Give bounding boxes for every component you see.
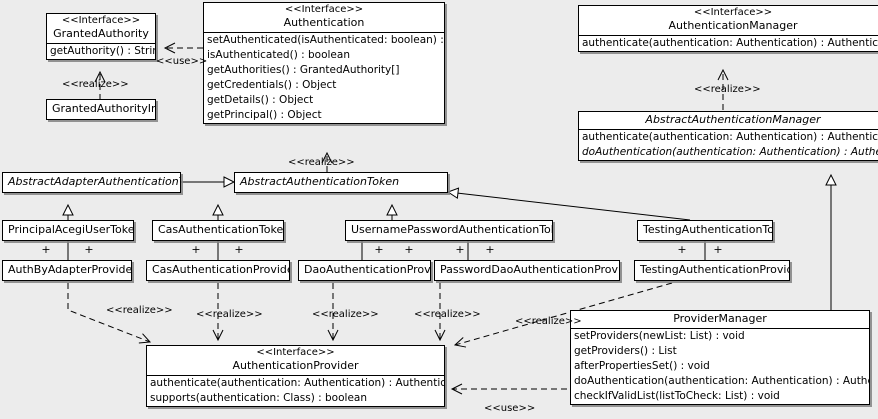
class-abstract-authentication-manager[interactable]: AbstractAuthenticationManager authentica… [578,111,878,161]
class-name: CasAuthenticationProvider [152,263,290,276]
multiplicity-marker: + [485,243,495,256]
multiplicity-marker: + [191,243,201,256]
operation: getDetails() : Object [207,94,314,106]
operations-compartment: authenticate(authentication: Authenticat… [579,35,878,51]
multiplicity-marker: + [404,243,414,256]
operations-compartment: authenticate(authentication: Authenticat… [579,129,878,160]
operation: checkIfValidList(listToCheck: List) : vo… [574,390,780,402]
relation-label-realize-aat: <<realize>> [288,157,355,168]
multiplicity-marker: + [713,243,723,256]
relation-label-realize-aam: <<realize>> [694,84,761,95]
class-provider-manager[interactable]: ProviderManager setProviders(newList: Li… [570,310,870,405]
relation-label-realize-dap: <<realize>> [312,309,379,320]
class-name: Authentication [283,16,365,29]
relation-label-realize-tap: <<realize>> [515,316,582,327]
stereotype-label: <<Interface>> [284,4,364,15]
operations-compartment: authenticate(authentication: Authenticat… [147,375,444,406]
class-authentication-manager[interactable]: <<Interface>> AuthenticationManager auth… [578,5,878,52]
operation: isAuthenticated() : boolean [207,49,350,61]
operations-compartment: setProviders(newList: List) : void getPr… [571,328,869,404]
stereotype-label: <<Interface>> [61,15,141,26]
multiplicity-marker: + [84,243,94,256]
class-cas-authentication-provider[interactable]: CasAuthenticationProvider [146,260,290,281]
class-name: CasAuthenticationToken [158,223,284,236]
class-auth-by-adapter-provider[interactable]: AuthByAdapterProvider [2,260,132,281]
relation-label-realize-gaimpl: <<realize>> [62,79,129,90]
relation-label-realize-cap: <<realize>> [196,309,263,320]
operation: getProviders() : List [574,345,677,357]
operation: setAuthenticated(isAuthenticated: boolea… [207,34,445,46]
class-name: AbstractAuthenticationToken [240,175,400,188]
class-testing-authentication-token[interactable]: TestingAuthenticationToken [637,220,773,241]
operation: doAuthentication(authentication: Authent… [574,375,869,387]
multiplicity-marker: + [234,243,244,256]
multiplicity-marker: + [455,243,465,256]
class-name: ProviderManager [673,312,767,325]
operations-compartment: getAuthority() : String [47,43,155,59]
class-granted-authority[interactable]: <<Interface>> GrantedAuthority getAuthor… [46,13,156,60]
operation: afterPropertiesSet() : void [574,360,710,372]
class-name: AbstractAdapterAuthenticationToken [8,175,180,188]
relation-label-realize-pdap: <<realize>> [414,309,481,320]
operation: authenticate(authentication: Authenticat… [582,131,878,143]
operation: setProviders(newList: List) : void [574,330,745,342]
stereotype-label: <<Interface>> [693,7,773,18]
class-principal-acegi-user-token[interactable]: PrincipalAcegiUserToken [2,220,134,241]
class-dao-authentication-provider[interactable]: DaoAuthenticationProvider [298,260,431,281]
operation: supports(authentication: Class) : boolea… [150,392,367,404]
edge-tat-extends-aat [446,187,691,221]
class-cas-authentication-token[interactable]: CasAuthenticationToken [152,220,284,241]
class-name: UsernamePasswordAuthenticationToken [351,223,553,236]
class-header: <<Interface>> AuthenticationManager [579,6,878,35]
class-authentication-provider[interactable]: <<Interface>> AuthenticationProvider aut… [146,345,445,407]
multiplicity-marker: + [677,243,687,256]
class-name: TestingAuthenticationToken [643,223,772,236]
class-name: AuthByAdapterProvider [8,263,132,276]
class-name: GrantedAuthorityImpl [52,102,155,115]
edge-abap-realizes-ap [67,283,152,344]
class-password-dao-authentication-provider[interactable]: PasswordDaoAuthenticationProvider [434,260,620,281]
class-abstract-adapter-authentication-token[interactable]: AbstractAdapterAuthenticationToken [2,172,181,193]
class-username-password-authentication-token[interactable]: UsernamePasswordAuthenticationToken [345,220,553,241]
class-header: <<Interface>> Authentication [204,3,444,32]
multiplicity-marker: + [374,243,384,256]
class-header: <<Interface>> AuthenticationProvider [147,346,444,375]
class-abstract-authentication-token[interactable]: AbstractAuthenticationToken [234,172,448,193]
relation-label-use-grantedauthority: <<use>> [156,56,208,67]
operation: getCredentials() : Object [207,79,337,91]
class-name: AuthenticationProvider [232,359,359,372]
class-name: GrantedAuthority [53,27,149,40]
multiplicity-marker: + [41,243,51,256]
class-name: AbstractAuthenticationManager [645,113,821,126]
operation: getAuthority() : String [50,45,156,57]
class-name: TestingAuthenticationProvider [640,263,790,276]
class-header: ProviderManager [571,311,869,328]
operation: authenticate(authentication: Authenticat… [582,37,878,49]
edge-tap-realizes-ap [453,282,673,348]
class-header: <<Interface>> GrantedAuthority [47,14,155,43]
class-name: AuthenticationManager [668,19,798,32]
operation: authenticate(authentication: Authenticat… [150,377,445,389]
class-authentication[interactable]: <<Interface>> Authentication setAuthenti… [203,2,445,124]
relation-label-realize-abap: <<realize>> [106,305,173,316]
class-name: PasswordDaoAuthenticationProvider [440,263,620,276]
class-name: DaoAuthenticationProvider [304,263,431,276]
class-granted-authority-impl[interactable]: GrantedAuthorityImpl [46,99,156,120]
relation-label-use-providermanager: <<use>> [484,403,536,414]
class-header: AbstractAuthenticationManager [579,112,878,129]
stereotype-label: <<Interface>> [256,347,335,358]
operation: getPrincipal() : Object [207,109,322,121]
operation: getAuthorities() : GrantedAuthority[] [207,64,400,76]
class-name: PrincipalAcegiUserToken [8,223,134,236]
class-testing-authentication-provider[interactable]: TestingAuthenticationProvider [634,260,790,281]
operations-compartment: setAuthenticated(isAuthenticated: boolea… [204,32,444,123]
operation: doAuthentication(authentication: Authent… [582,146,878,158]
